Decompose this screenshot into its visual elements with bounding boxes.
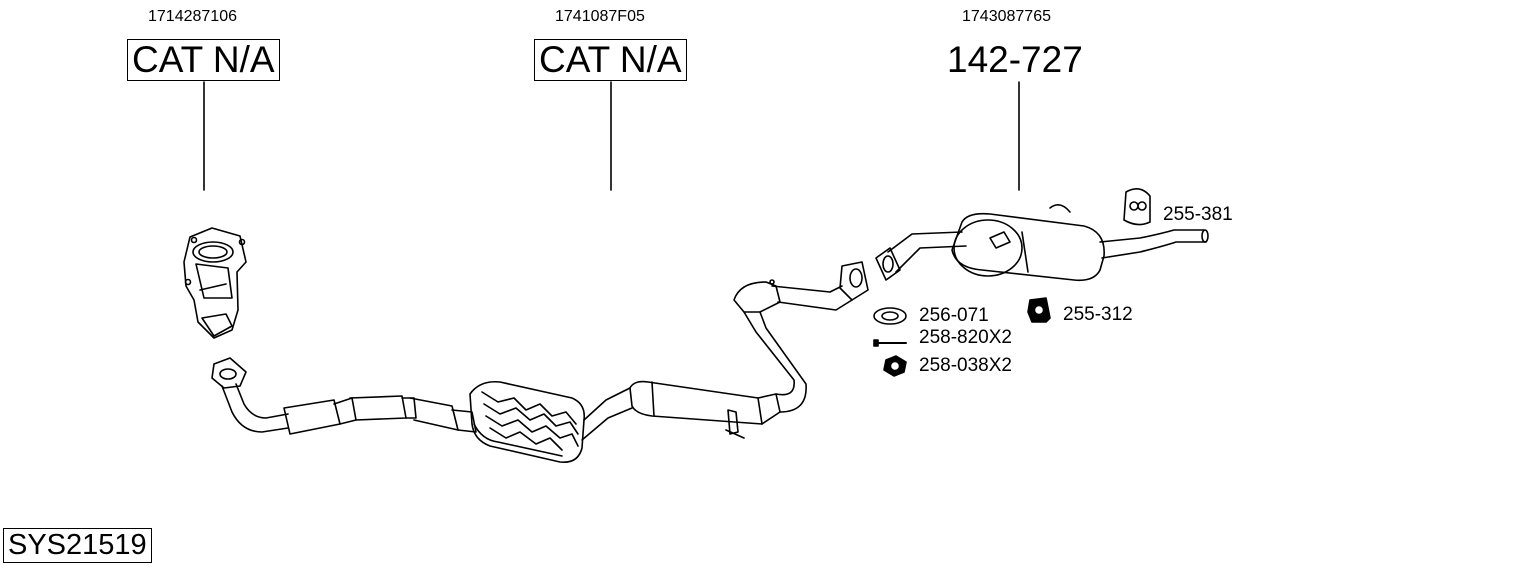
gasket-ring-icon bbox=[873, 307, 907, 325]
rear-silencer-icon bbox=[875, 204, 1209, 282]
manifold-catalyst-icon bbox=[183, 227, 247, 339]
part-label-hanger[interactable]: 255-381 bbox=[1163, 204, 1233, 225]
part-label-bolt[interactable]: 258-820X2 bbox=[919, 327, 1012, 348]
intermediate-pipe-icon bbox=[733, 261, 869, 413]
front-pipe-icon bbox=[211, 357, 477, 435]
part-ref-box[interactable]: CAT N/A bbox=[534, 39, 687, 81]
oem-number: 1741087F05 bbox=[555, 8, 645, 25]
center-silencer-icon bbox=[629, 380, 781, 439]
catalytic-converter-icon bbox=[469, 380, 633, 464]
rubber-mount-icon bbox=[1027, 297, 1051, 323]
part-label-mount[interactable]: 255-312 bbox=[1063, 304, 1133, 325]
bolt-icon bbox=[873, 339, 907, 347]
part-ref-box[interactable]: CAT N/A bbox=[127, 39, 280, 81]
rubber-hanger-icon bbox=[1123, 188, 1151, 226]
part-ref-label[interactable]: 142-727 bbox=[947, 39, 1083, 80]
oem-number: 1714287106 bbox=[148, 8, 237, 25]
oem-number: 1743087765 bbox=[962, 8, 1051, 25]
part-label-nut[interactable]: 258-038X2 bbox=[919, 355, 1012, 376]
part-label-gasket[interactable]: 256-071 bbox=[919, 305, 989, 326]
system-code-box: SYS21519 bbox=[3, 528, 152, 563]
hex-nut-icon bbox=[883, 355, 907, 377]
